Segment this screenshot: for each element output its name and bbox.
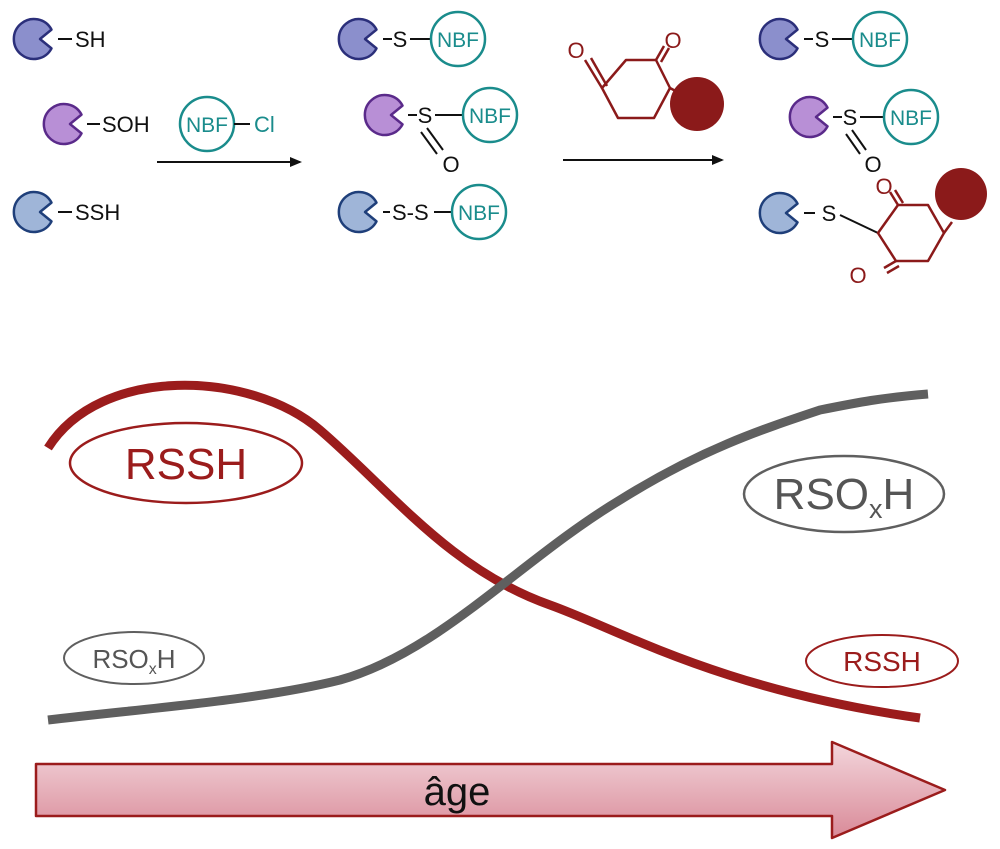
carbonyl-bond <box>883 259 897 270</box>
sulfenic-nbf-adduct: S NBF O <box>363 86 519 177</box>
sulfenic-acid-protein: SOH <box>42 102 150 146</box>
aging-graph: RSSH RSOxH RSOxH RSSH âge <box>34 380 959 840</box>
rsoxh-text: RSOxH <box>774 470 915 524</box>
rsoxh-low-label: RSOxH <box>63 631 205 685</box>
s-s-label: S-S <box>392 200 429 225</box>
o-label: O <box>875 174 892 199</box>
rsoxh-main: RSO <box>774 470 869 519</box>
carbonyl-bond <box>888 191 900 206</box>
o-label: O <box>664 28 681 53</box>
cl-label: Cl <box>254 112 275 137</box>
label-ellipse <box>805 634 959 688</box>
rsoxh-subscript: x <box>869 494 883 524</box>
tag-ball-icon <box>670 77 724 131</box>
ssh-label: SSH <box>75 200 120 225</box>
bond <box>839 214 879 234</box>
cyclohexanedione-ring <box>876 203 946 263</box>
thiol-protein: SH <box>12 17 106 61</box>
sh-label: SH <box>75 27 106 52</box>
protein-shape-icon <box>12 190 53 234</box>
rsoxh-tail: H <box>157 644 176 674</box>
protein-shape-icon <box>42 102 83 146</box>
s-label: S <box>822 201 837 226</box>
protein-shape-icon <box>363 93 404 137</box>
o-label: O <box>864 152 881 177</box>
label-ellipse <box>742 454 946 534</box>
rsoxh-main: RSO <box>92 644 148 674</box>
thiol-nbf-product: S NBF <box>758 10 909 68</box>
cyclohexanedione-ring <box>600 58 672 120</box>
s-label: S <box>393 27 408 52</box>
soh-label: SOH <box>102 112 150 137</box>
protein-shape-icon <box>758 191 799 235</box>
nbf-probe-circle <box>461 86 519 144</box>
s-label: S <box>815 27 830 52</box>
o-label: O <box>849 263 866 288</box>
carbonyl-bond <box>659 47 671 63</box>
linker-bond <box>942 221 954 234</box>
carbonyl-bond <box>589 57 609 87</box>
s-label: S <box>418 103 433 128</box>
rsoxh-text: RSOxH <box>92 644 175 678</box>
label-ellipse <box>68 421 304 505</box>
nbf-cl-reagent: NBF Cl <box>178 95 275 153</box>
rssh-low-label: RSSH <box>805 634 959 688</box>
nbf-label: NBF <box>437 29 479 52</box>
double-bond <box>845 133 861 155</box>
nbf-label: NBF <box>859 29 901 52</box>
rsoxh-tail: H <box>883 470 915 519</box>
protein-shape-icon <box>788 95 829 139</box>
protein-shape-icon <box>337 17 378 61</box>
nbf-probe-circle <box>450 183 508 241</box>
protein-shape-icon <box>12 17 53 61</box>
rssh-high-label: RSSH <box>68 421 304 505</box>
thiol-nbf-adduct: S NBF <box>337 10 487 68</box>
nbf-label: NBF <box>890 107 932 130</box>
sulfenic-nbf-product: S NBF O <box>788 88 940 177</box>
label-ellipse <box>63 631 205 685</box>
rssh-curve <box>44 380 921 723</box>
age-label: âge <box>424 770 491 814</box>
carbonyl-bond <box>886 264 900 275</box>
nbf-label: NBF <box>469 105 511 128</box>
tag-ball-icon <box>935 168 987 220</box>
protein-shape-icon <box>758 17 799 61</box>
nbf-probe-circle <box>851 10 909 68</box>
protein-shape-icon <box>337 190 378 234</box>
nbf-probe-circle <box>882 88 940 146</box>
nbf-probe-circle <box>429 10 487 68</box>
double-bond <box>426 127 444 151</box>
carbonyl-bond <box>893 189 905 204</box>
s-label: S <box>843 105 858 130</box>
persulfide-dimedone-product: S O O <box>758 168 987 288</box>
persulfide-nbf-adduct: S-S NBF <box>337 183 508 241</box>
age-arrow: âge <box>34 740 947 840</box>
age-arrow-shape <box>34 740 947 840</box>
persulfide-protein: SSH <box>12 190 120 234</box>
reaction-scheme: SH SOH SSH NBF Cl S NBF <box>12 10 987 288</box>
dimedone-reagent <box>583 45 684 120</box>
o-label: O <box>567 38 584 63</box>
double-bond <box>851 129 867 151</box>
rssh-text: RSSH <box>843 646 921 677</box>
o-label: O <box>442 152 459 177</box>
rsoxh-high-label: RSOxH <box>742 454 946 534</box>
rssh-text: RSSH <box>125 440 247 489</box>
carbonyl-bond <box>583 59 604 89</box>
double-bond <box>420 131 438 155</box>
nbf-label: NBF <box>186 114 228 137</box>
rsoxh-subscript: x <box>149 661 157 678</box>
nbf-label: NBF <box>458 202 500 225</box>
rsoxh-curve <box>47 389 929 725</box>
carbonyl-bond <box>654 45 666 61</box>
